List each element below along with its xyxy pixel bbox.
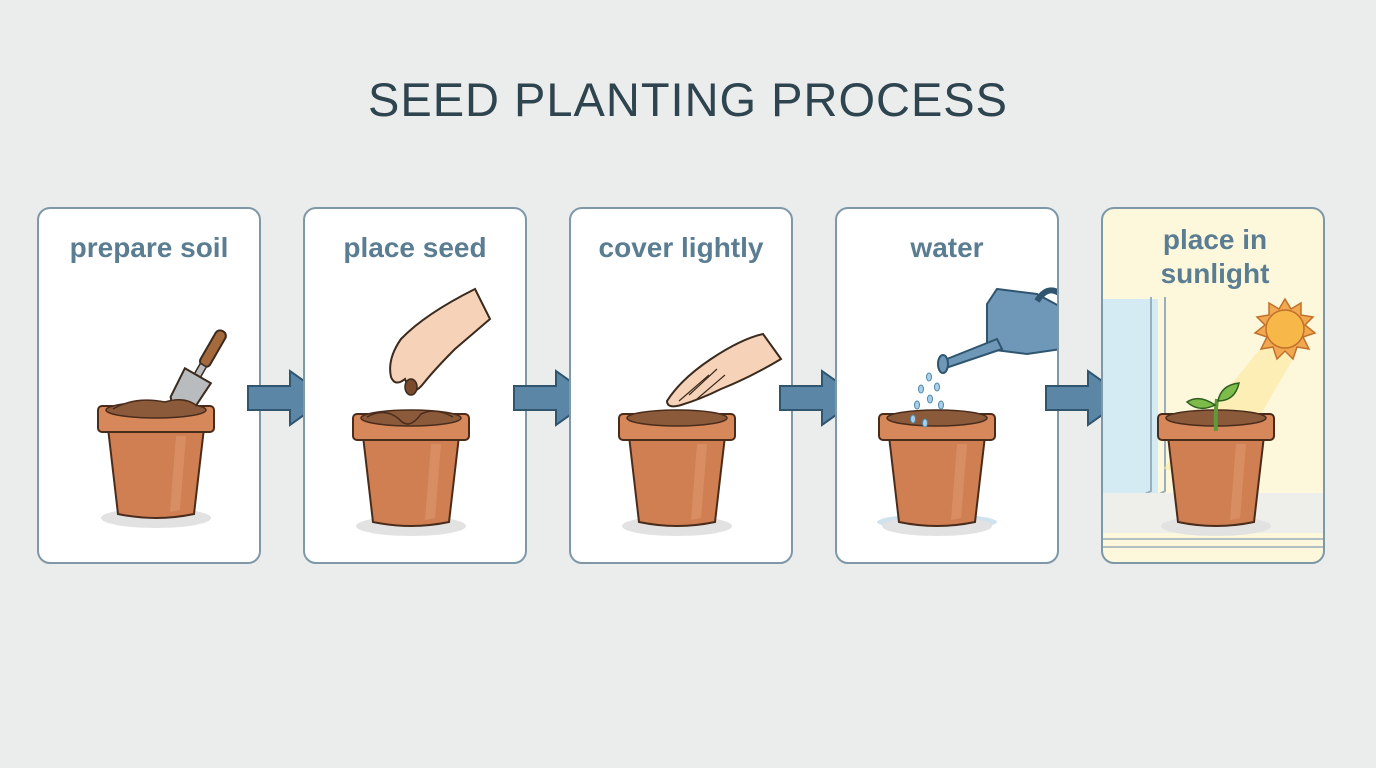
trowel-in-pot-icon (97, 329, 227, 529)
step-label: place seed (343, 232, 487, 263)
step-card-cover-lightly: cover lightly (569, 207, 793, 564)
step-card-water: water (835, 207, 1059, 564)
step-card-place-seed: place seed (303, 207, 527, 564)
watering-can-icon (877, 287, 1057, 537)
step-card-prepare-soil: prepare soil (37, 207, 261, 564)
step-label: cover lightly (598, 232, 764, 263)
step-label: prepare soil (69, 232, 229, 263)
sun-icon (1253, 297, 1317, 361)
step-label: water (910, 232, 984, 263)
diagram-title: SEED PLANTING PROCESS (368, 73, 1008, 126)
step-label: place in sunlight (1160, 224, 1270, 289)
seedling-by-window-icon (1103, 297, 1323, 548)
hand-dropping-seed-icon (352, 287, 492, 537)
hand-covering-soil-icon (618, 332, 783, 537)
step-card-place-in-sunlight: place in sunlight (1101, 207, 1325, 564)
